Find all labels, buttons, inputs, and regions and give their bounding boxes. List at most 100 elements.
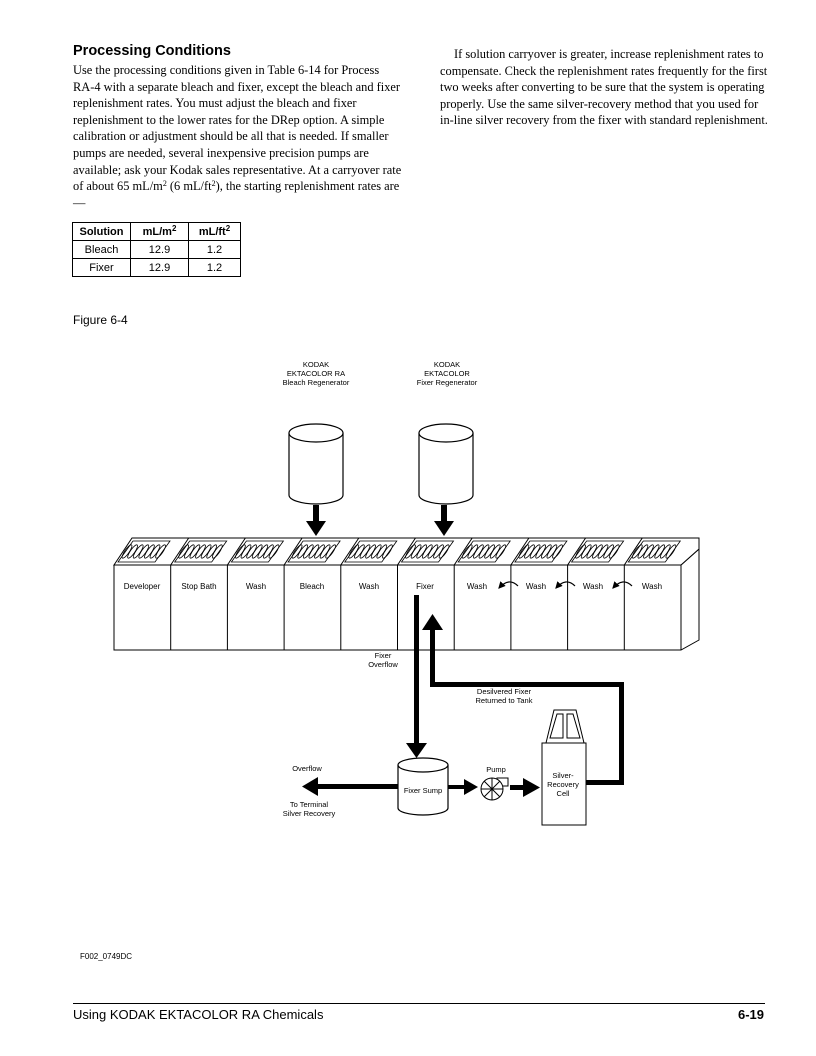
right-paragraph: If solution carryover is greater, increa…: [440, 47, 768, 128]
svg-text:Cell: Cell: [557, 789, 570, 798]
rack-box: [173, 540, 228, 563]
fixer-feed-arrow: [434, 505, 454, 536]
superscript: 2: [211, 179, 216, 189]
tank-divider: [170, 537, 190, 566]
figure-caption: Figure 6-4: [73, 313, 128, 327]
footer-title: Using KODAK EKTACOLOR RA Chemicals: [73, 1007, 324, 1022]
silver-recovery-cell-label: Silver- Recovery Cell: [547, 771, 579, 798]
tank-divider: [623, 537, 643, 566]
table-row: Fixer 12.9 1.2: [72, 258, 241, 277]
tank-label-stop-bath: Stop Bath: [181, 582, 216, 591]
superscript: 2: [162, 179, 167, 189]
tank-label-bleach: Bleach: [300, 582, 324, 591]
fixer-regenerator-label: KODAK EKTACOLOR Fixer Regenerator: [417, 360, 478, 387]
roller: [325, 544, 337, 559]
bleach-regenerator-tank: [288, 423, 344, 505]
roller: [382, 544, 393, 559]
rack-box: [514, 540, 568, 563]
roller: [268, 544, 280, 559]
fixer-sump: [397, 757, 449, 816]
left-paragraph: Use the processing conditions given in T…: [73, 62, 403, 211]
table-cell: 1.2: [188, 258, 241, 277]
pump-label: Pump: [486, 765, 506, 774]
svg-text:EKTACOLOR: EKTACOLOR: [424, 369, 470, 378]
table-cell: 12.9: [130, 258, 189, 277]
tank-label-developer: Developer: [124, 582, 161, 591]
sump-to-pump-arrow: [448, 779, 478, 795]
rack-box: [230, 540, 285, 563]
overflow-label: Overflow: [292, 764, 322, 773]
rack-box: [570, 540, 625, 563]
rack-box: [117, 540, 171, 563]
roller: [552, 544, 563, 559]
tank-label-wash: Wash: [246, 582, 266, 591]
tank-labels: Developer Stop Bath Wash Bleach Wash Fix…: [124, 582, 662, 591]
rack-box: [627, 540, 682, 563]
table-header-row: Solution mL/m2 mL/ft2: [72, 222, 241, 241]
svg-text:KODAK: KODAK: [303, 360, 329, 369]
tank-label-fixer: Fixer: [416, 582, 434, 591]
page-number: 6-19: [737, 1007, 764, 1022]
roller: [211, 544, 223, 559]
rack-box: [344, 540, 398, 563]
pump-icon: [480, 777, 509, 801]
tank-label-wash: Wash: [526, 582, 546, 591]
terminal-recovery-label: To Terminal Silver Recovery: [283, 800, 336, 818]
tank-dividers: [170, 537, 643, 650]
table-cell: Fixer: [72, 258, 131, 277]
tank-divider: [397, 537, 416, 566]
wash-flow-arrows: [498, 581, 633, 589]
rack-box: [400, 540, 455, 563]
roller: [155, 544, 166, 559]
figure-code: F002_0749DC: [80, 952, 133, 961]
tank-divider: [283, 537, 303, 566]
footer-rule: [73, 1003, 765, 1004]
overflow-arrow: [302, 777, 398, 796]
replenishment-rates-table: Solution mL/m2 mL/ft2 Bleach 12.9 1.2 Fi…: [72, 222, 241, 277]
tank-label-wash: Wash: [642, 582, 662, 591]
left-paragraph-text: (6 mL/ft: [166, 179, 212, 194]
svg-text:Desilvered Fixer: Desilvered Fixer: [477, 687, 532, 696]
svg-text:KODAK: KODAK: [434, 360, 460, 369]
roller: [495, 544, 507, 559]
fixer-overflow-line: [406, 595, 427, 758]
tank-divider: [567, 537, 587, 566]
tank-divider: [453, 537, 473, 566]
desilvered-return-line: [422, 614, 624, 785]
tank-label-wash: Wash: [583, 582, 603, 591]
fixer-overflow-label: Fixer Overflow: [368, 651, 398, 669]
svg-text:Silver-: Silver-: [552, 771, 574, 780]
tank-divider: [226, 537, 246, 566]
svg-text:Recovery: Recovery: [547, 780, 579, 789]
svg-text:Fixer: Fixer: [375, 651, 392, 660]
tank-label-wash: Wash: [359, 582, 379, 591]
left-paragraph-text: Use the processing conditions given in T…: [73, 63, 402, 194]
fixer-sump-label: Fixer Sump: [404, 786, 442, 795]
left-paragraph-text: ), the starting replenishment rates are—: [73, 179, 400, 210]
roller: [608, 544, 620, 559]
svg-text:Silver Recovery: Silver Recovery: [283, 809, 336, 818]
silver-recovery-cell: [541, 709, 587, 826]
tank-label-wash: Wash: [467, 582, 487, 591]
svg-text:To Terminal: To Terminal: [290, 800, 329, 809]
svg-text:Overflow: Overflow: [368, 660, 398, 669]
table-row: Bleach 12.9 1.2: [72, 240, 241, 259]
tank-divider: [510, 537, 530, 566]
rack-box: [457, 540, 511, 563]
svg-text:Fixer Regenerator: Fixer Regenerator: [417, 378, 478, 387]
table-header-solution: Solution: [72, 222, 131, 241]
svg-text:Bleach Regenerator: Bleach Regenerator: [283, 378, 350, 387]
rack-box: [287, 540, 341, 563]
svg-text:EKTACOLOR RA: EKTACOLOR RA: [287, 369, 345, 378]
tank-divider: [340, 537, 360, 566]
rack-rollers: [117, 540, 682, 563]
bleach-regenerator-label: KODAK EKTACOLOR RA Bleach Regenerator: [283, 360, 350, 387]
svg-text:Returned to Tank: Returned to Tank: [476, 696, 533, 705]
roller: [438, 544, 450, 559]
roller: [665, 544, 677, 559]
bleach-feed-arrow: [306, 505, 326, 536]
pump-to-cell-arrow: [510, 778, 540, 797]
desilvered-label: Desilvered Fixer Returned to Tank: [476, 687, 533, 705]
section-heading: Processing Conditions: [73, 43, 231, 59]
